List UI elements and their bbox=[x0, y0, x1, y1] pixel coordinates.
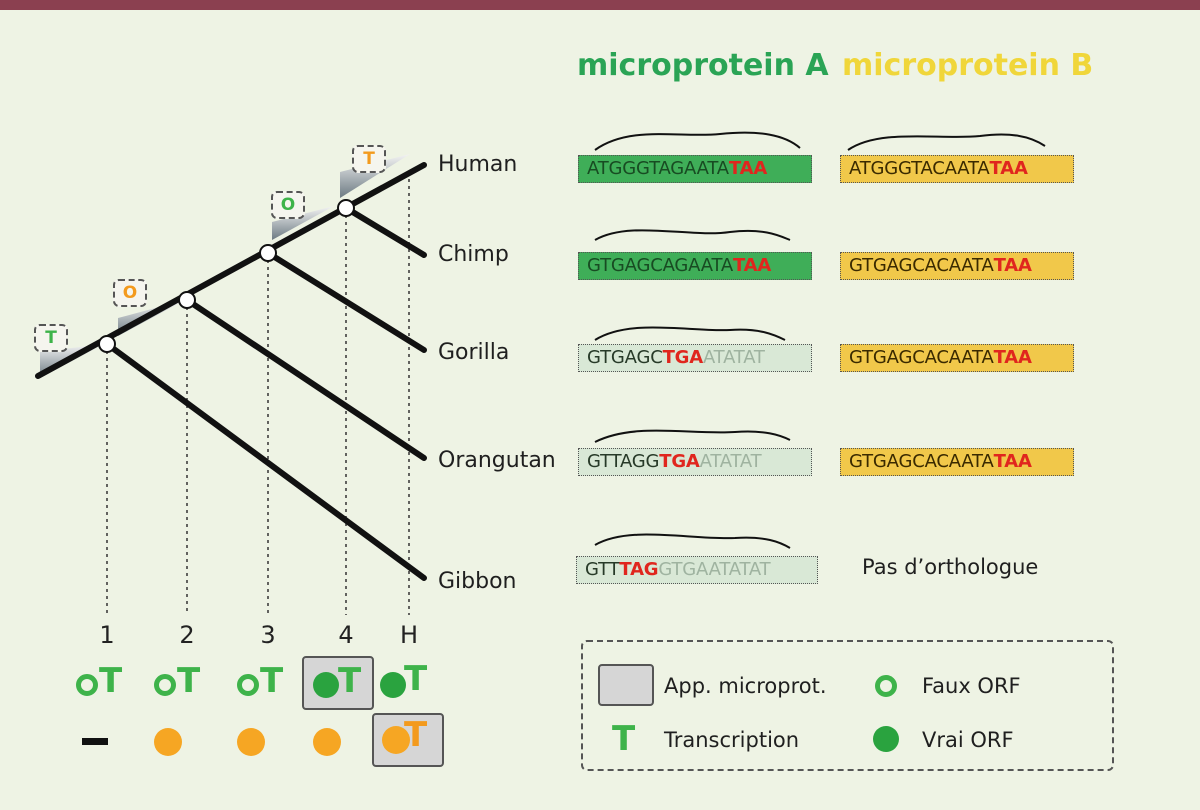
node-2 bbox=[178, 291, 196, 309]
node-wedge-4 bbox=[340, 154, 410, 198]
node-wedge-2 bbox=[118, 300, 185, 336]
seq-a-gibbon: GTTTAGGTGAATATAT bbox=[576, 556, 818, 584]
true-orf-b-icon bbox=[237, 728, 265, 756]
wave-a-human bbox=[594, 131, 801, 151]
node-tag-3: O bbox=[271, 191, 305, 219]
seq-a-gorilla: GTGAGCTGAATATAT bbox=[578, 344, 812, 372]
species-human: Human bbox=[438, 152, 518, 177]
true-orf-b-icon bbox=[313, 728, 341, 756]
transcription-icon: T bbox=[338, 661, 362, 701]
legend-transcription-label: Transcription bbox=[664, 728, 800, 752]
legend-true-orf-icon bbox=[873, 726, 899, 752]
legend-true-orf-label: Vrai ORF bbox=[922, 728, 1014, 752]
node-tag-2: O bbox=[113, 279, 147, 307]
true-orf-b-icon bbox=[154, 728, 182, 756]
true-orf-icon bbox=[380, 672, 406, 698]
node-4 bbox=[337, 199, 355, 217]
branch-main bbox=[35, 162, 427, 379]
wave-b-human bbox=[847, 133, 1046, 151]
wave-a-gibbon bbox=[594, 533, 791, 549]
node-tag-1: T bbox=[34, 324, 68, 352]
seq-a-orangutan: GTTAGGTGAATATAT bbox=[578, 448, 812, 476]
column-label-4: 4 bbox=[338, 621, 354, 649]
legend-appearance-label: App. microprot. bbox=[664, 674, 827, 698]
column-label-1: 1 bbox=[99, 621, 115, 649]
branch-gorilla bbox=[265, 250, 427, 353]
species-orangutan: Orangutan bbox=[438, 448, 556, 473]
header-microprotein-b: microprotein B bbox=[842, 48, 1094, 83]
transcription-icon: T bbox=[99, 661, 123, 701]
transcription-icon: T bbox=[404, 659, 428, 699]
transcription-b-icon: T bbox=[404, 715, 428, 755]
seq-a-chimp: GTGAGCAGAATATAA bbox=[578, 252, 812, 280]
seq-b-gorilla: GTGAGCACAATATAA bbox=[840, 344, 1074, 372]
false-orf-icon bbox=[154, 674, 176, 696]
wave-a-chimp bbox=[594, 229, 791, 241]
branch-gibbon bbox=[104, 341, 427, 581]
legend-false-orf-icon bbox=[875, 675, 897, 697]
branch-chimp bbox=[343, 205, 427, 258]
seq-a-human: ATGGGTAGAATATAA bbox=[578, 155, 812, 183]
species-gibbon: Gibbon bbox=[438, 569, 517, 594]
transcription-icon: T bbox=[177, 661, 201, 701]
node-3 bbox=[259, 244, 277, 262]
species-gorilla: Gorilla bbox=[438, 340, 510, 365]
true-orf-icon bbox=[313, 672, 339, 698]
legend-false-orf-label: Faux ORF bbox=[922, 674, 1021, 698]
branch-orangutan bbox=[184, 297, 427, 461]
true-orf-b-icon bbox=[382, 726, 410, 754]
node-tag-4: T bbox=[352, 145, 386, 173]
column-label-h: H bbox=[399, 621, 419, 649]
legend-transcription-icon: T bbox=[612, 719, 636, 759]
absent-dash bbox=[82, 738, 108, 745]
node-1 bbox=[98, 335, 116, 353]
transcription-icon: T bbox=[260, 661, 284, 701]
header-microprotein-a: microprotein A bbox=[577, 48, 829, 83]
wave-a-orangutan bbox=[594, 429, 791, 443]
wave-a-gorilla bbox=[594, 326, 786, 341]
node-wedge-3 bbox=[272, 206, 334, 240]
seq-b-chimp: GTGAGCACAATATAA bbox=[840, 252, 1074, 280]
top-bar bbox=[0, 0, 1200, 10]
seq-b-orangutan: GTGAGCACAATATAA bbox=[840, 448, 1074, 476]
column-label-3: 3 bbox=[260, 621, 276, 649]
seq-b-human: ATGGGTACAATATAA bbox=[840, 155, 1074, 183]
false-orf-icon bbox=[76, 674, 98, 696]
false-orf-icon bbox=[237, 674, 259, 696]
species-chimp: Chimp bbox=[438, 242, 509, 267]
no-ortholog-label: Pas d’orthologue bbox=[862, 555, 1039, 579]
legend-appearance-swatch bbox=[598, 664, 654, 706]
legend bbox=[581, 640, 1114, 771]
column-label-2: 2 bbox=[179, 621, 195, 649]
